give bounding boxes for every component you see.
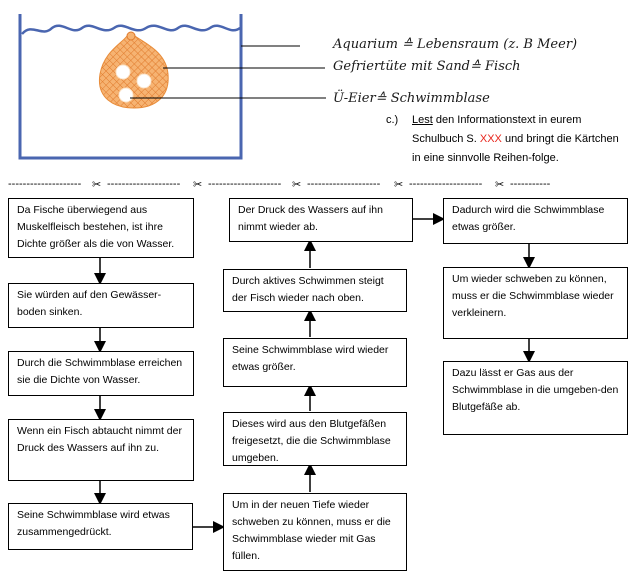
card-8[interactable]: Seine Schwimmblase wird wieder etwas grö… <box>223 338 407 387</box>
cut-dashes: -------------------- <box>107 178 181 190</box>
egg-icon <box>118 87 134 103</box>
cut-dashes: -------------------- <box>8 178 82 190</box>
card-7[interactable]: Dieses wird aus den Blutgefäßen freigese… <box>223 412 407 466</box>
task-page-placeholder: XXX <box>479 133 502 145</box>
task-text: Lest den Informationstext in eurem Schul… <box>412 111 627 168</box>
task-underlined-word: Lest <box>412 114 433 126</box>
label-eggs: Ü-Eier≙ Schwimmblase <box>333 91 490 106</box>
task-number: c.) <box>386 114 399 126</box>
scissors-icon: ✂ <box>495 179 505 191</box>
aquarium-illustration <box>18 14 326 160</box>
cut-dashes: -------------------- <box>307 178 381 190</box>
card-11[interactable]: Dadurch wird die Schwimmblase etwas größ… <box>443 198 628 244</box>
card-9[interactable]: Durch aktives Schwimmen steigt der Fisch… <box>223 269 407 312</box>
aquarium-tank <box>18 14 243 160</box>
card-13[interactable]: Dazu lässt er Gas aus der Schwimmblase i… <box>443 361 628 435</box>
card-12[interactable]: Um wieder schweben zu können, muss er di… <box>443 267 628 339</box>
cut-dashes: -------------------- <box>208 178 282 190</box>
task-text-a: den Informationstext in eurem Schulbuch … <box>412 114 582 145</box>
card-6[interactable]: Um in der neuen Tiefe wieder schweben zu… <box>223 493 407 571</box>
task-text-b: und bringt die Kärtchen in eine sinnvoll… <box>412 133 619 164</box>
freezer-bag-fish <box>98 35 169 109</box>
card-5[interactable]: Seine Schwimmblase wird etwas zusammenge… <box>8 503 193 550</box>
scissors-icon: ✂ <box>92 179 102 191</box>
cut-dashes-end: ----------- <box>510 178 551 190</box>
label-bag: Gefriertüte mit Sand≙ Fisch <box>333 59 521 74</box>
card-2[interactable]: Sie würden auf den Gewässer-boden sinken… <box>8 283 194 328</box>
egg-icon <box>136 73 152 89</box>
label-aquarium: Aquarium ≙ Lebensraum (z. B Meer) <box>333 37 578 52</box>
scissors-icon: ✂ <box>394 179 404 191</box>
card-10[interactable]: Der Druck des Wassers auf ihn nimmt wied… <box>229 198 413 242</box>
egg-icon <box>115 64 131 80</box>
cut-dashes: -------------------- <box>409 178 483 190</box>
water-surface-wave <box>21 24 241 35</box>
card-1[interactable]: Da Fische überwiegend aus Muskelfleisch … <box>8 198 194 258</box>
card-3[interactable]: Durch die Schwimmblase erreichen sie die… <box>8 351 194 396</box>
cut-line: -------------------- ✂ -----------------… <box>8 178 628 194</box>
card-4[interactable]: Wenn ein Fisch abtaucht nimmt der Druck … <box>8 419 194 481</box>
scissors-icon: ✂ <box>193 179 203 191</box>
scissors-icon: ✂ <box>292 179 302 191</box>
